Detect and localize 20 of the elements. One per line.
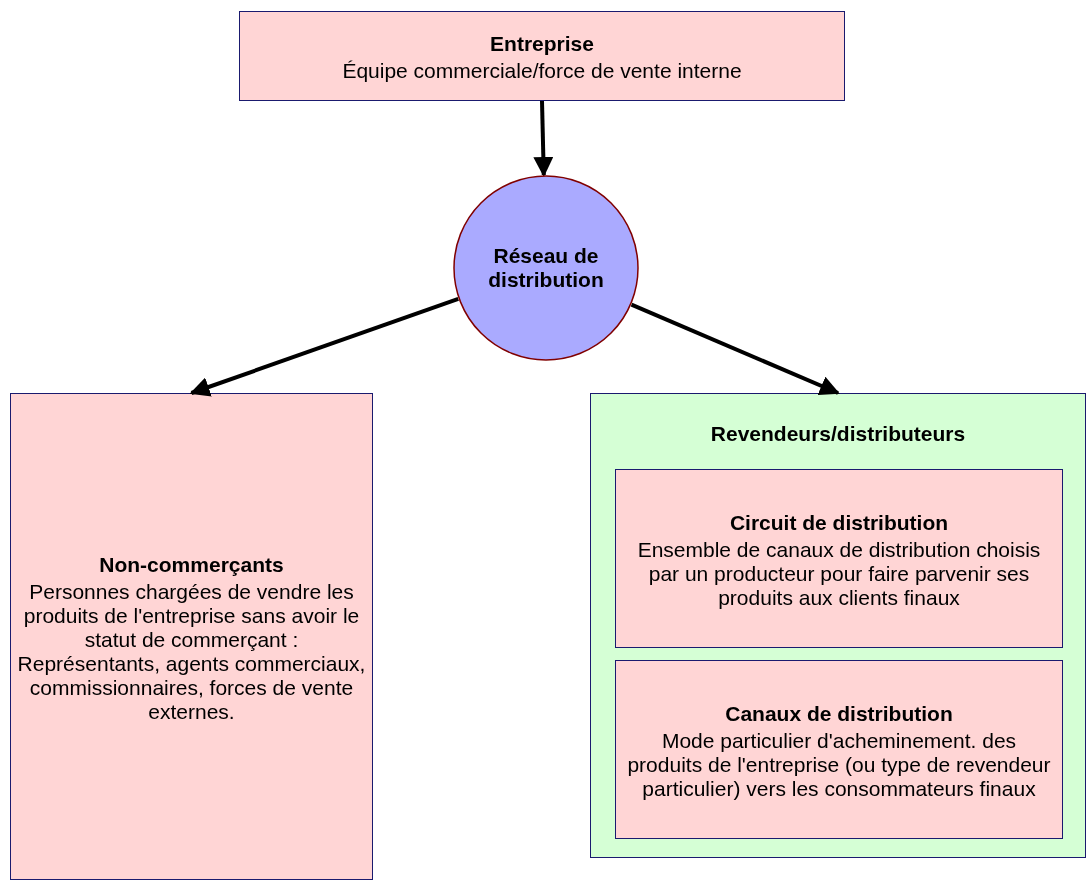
process-box (615, 469, 1063, 648)
node-text: Représentants, agents commerciaux, commissionnaires, forces de vente externes. (17, 651, 366, 724)
process-box (239, 11, 845, 101)
process-box (10, 393, 373, 880)
group-panel (590, 393, 1086, 858)
arrow (189, 297, 459, 397)
node-title: Non-commerçants (99, 551, 284, 578)
node-text: Équipe commerciale/force de vente interne (342, 59, 742, 83)
arrow (630, 302, 840, 396)
process-box (615, 660, 1063, 839)
node-text: Mode particulier d'acheminement. des produits de l'entreprise (ou type de revendeur particulier) vers les consommateurs finaux (626, 728, 1052, 801)
node-title: Entreprise (490, 31, 594, 57)
node-text: Ensemble de canaux de distribution choisis par un producteur pour faire parvenir ses produits aux clients finaux (636, 537, 1042, 610)
node-title: Revendeurs/distributeurs (710, 422, 966, 446)
node-title: Canaux de distribution (725, 700, 953, 727)
arrow (533, 100, 554, 178)
network-circle (453, 175, 639, 361)
node-title: Circuit de distribution (729, 509, 949, 536)
node-title: Réseau de distribution (487, 244, 605, 292)
node-text: Personnes chargées de vendre les produits de l'entreprise sans avoir le statut de commerçant : (22, 579, 361, 652)
